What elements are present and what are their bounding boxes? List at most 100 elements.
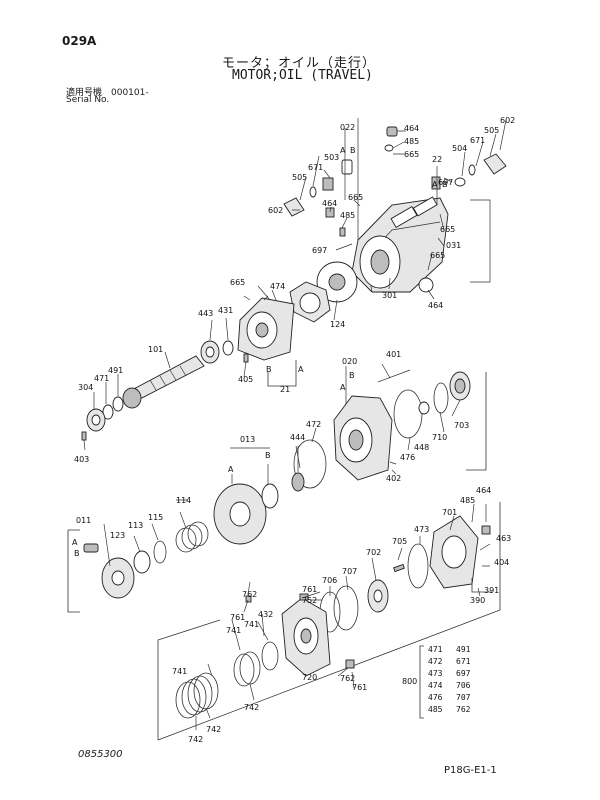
part-number-callout: 464	[476, 486, 491, 495]
part-number-callout: 505	[484, 126, 499, 135]
part-number-callout: 390	[470, 596, 485, 605]
part-number-callout: 124	[330, 320, 345, 329]
kit-part-number: 485	[428, 705, 443, 714]
part-number-callout: 665	[348, 193, 363, 202]
kit-part-number: 762	[456, 705, 471, 714]
ring-113	[133, 550, 151, 574]
part-number-callout: 761	[352, 683, 367, 692]
part-number-callout: 443	[198, 309, 213, 318]
kit-part-number: 671	[456, 657, 471, 666]
page-code: 029A	[62, 34, 97, 48]
part-number-callout: 697	[312, 246, 327, 255]
kit-part-number: 472	[428, 657, 443, 666]
plate-741	[261, 641, 279, 671]
plate-742	[175, 681, 201, 719]
kit-part-number: 473	[428, 669, 443, 678]
ring-431	[222, 340, 234, 356]
part-number-callout: 474	[270, 282, 285, 291]
ring-710	[433, 382, 449, 414]
part-number-callout: 405	[238, 375, 253, 384]
cover-plate-right	[483, 153, 507, 175]
part-number-callout: 22	[432, 155, 442, 164]
part-number-callout: 742	[188, 735, 203, 744]
part-number-callout: 031	[446, 241, 461, 250]
part-number-callout: 471	[94, 374, 109, 383]
gasket-large	[393, 389, 423, 439]
part-number-callout: 707	[342, 567, 357, 576]
reference-marker: B	[74, 549, 80, 558]
kit-part-number: 476	[428, 693, 443, 702]
part-number-callout: 741	[244, 620, 259, 629]
part-number-callout: 473	[414, 525, 429, 534]
part-number-callout: 701	[442, 508, 457, 517]
o-ring-473	[407, 543, 429, 589]
part-number-callout: 741	[226, 626, 241, 635]
bearing-448	[418, 401, 430, 415]
shaft-flange-group	[81, 261, 358, 451]
part-number-callout: 403	[74, 455, 89, 464]
reference-marker: A	[340, 383, 346, 392]
reference-marker: A	[432, 180, 438, 189]
kit-part-number: 697	[456, 669, 471, 678]
part-number-callout: 472	[306, 420, 321, 429]
part-number-callout: 706	[322, 576, 337, 585]
part-number-callout: 602	[268, 206, 283, 215]
ring-471	[102, 404, 114, 420]
part-number-callout: 115	[148, 513, 163, 522]
part-number-callout: 505	[292, 173, 307, 182]
kit-part-number: 706	[456, 681, 471, 690]
part-number-callout: 671	[308, 163, 323, 172]
reference-marker: B	[349, 371, 355, 380]
part-number-callout: 720	[302, 673, 317, 682]
part-number-callout: 013	[240, 435, 255, 444]
part-number-callout: 464	[428, 301, 443, 310]
title-english: MOTOR;OIL (TRAVEL)	[232, 68, 373, 83]
part-number-callout: 742	[244, 703, 259, 712]
brake-group	[157, 581, 355, 740]
part-number-callout: 761	[230, 613, 245, 622]
part-number-callout: 113	[128, 521, 143, 530]
part-number-callout: 697	[438, 178, 453, 187]
kit-part-number: 491	[456, 645, 471, 654]
part-number-callout: 710	[432, 433, 447, 442]
reference-marker: A	[298, 365, 304, 374]
part-number-callout: 463	[496, 534, 511, 543]
part-number-callout: 503	[324, 153, 339, 162]
reference-marker: B	[265, 451, 271, 460]
kit-part-number: 474	[428, 681, 443, 690]
part-number-callout: 705	[392, 537, 407, 546]
page-reference: P18G-E1-1	[444, 765, 497, 776]
part-number-callout: 485	[340, 211, 355, 220]
kit-right-column: 491 671 697 706 707 762	[456, 645, 471, 714]
part-number-callout: 020	[342, 357, 357, 366]
part-number-callout: 432	[258, 610, 273, 619]
ring-115	[153, 540, 167, 564]
part-number-callout: 741	[172, 667, 187, 676]
part-number-callout: 123	[110, 531, 125, 540]
kit-part-number: 471	[428, 645, 443, 654]
retainer-444	[291, 472, 305, 492]
part-number-callout: 101	[148, 345, 163, 354]
part-number-callout: 504	[452, 144, 467, 153]
part-number-callout: 404	[494, 558, 509, 567]
drawing-number: 0855300	[78, 749, 123, 760]
piston-group	[67, 499, 501, 741]
pin-401	[377, 369, 411, 383]
part-number-callout: 464	[322, 199, 337, 208]
piston-011	[83, 543, 99, 553]
part-number-callout: 671	[470, 136, 485, 145]
part-number-callout: 485	[404, 137, 419, 146]
part-number-callout: 665	[230, 278, 245, 287]
part-number-callout: 752	[302, 596, 317, 605]
part-number-callout: 485	[460, 496, 475, 505]
ring-491	[112, 396, 124, 412]
reference-marker: A	[72, 538, 78, 547]
reference-marker: B	[266, 365, 272, 374]
valve-housing-group	[283, 118, 507, 300]
spring-set-114	[175, 527, 197, 553]
kit-left-column: 471 472 473 474 476 485	[428, 645, 443, 714]
kit-part-number: 707	[456, 693, 471, 702]
